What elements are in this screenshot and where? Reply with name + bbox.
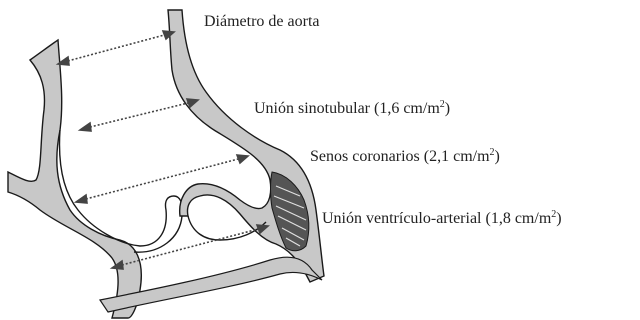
- label-senos-coronarios-close: ): [495, 148, 500, 165]
- label-diametro-aorta-text: Diámetro de aorta: [204, 13, 320, 30]
- arrow-aorta: [58, 31, 174, 65]
- label-diametro-aorta: Diámetro de aorta: [204, 14, 320, 30]
- label-union-ventriculo-arterial: Unión ventrículo-arterial (1,8 cm/m2): [322, 210, 562, 227]
- label-senos-coronarios-text: Senos coronarios (2,1 cm/m: [310, 148, 490, 165]
- label-union-sinotubular-text: Unión sinotubular (1,6 cm/m: [254, 100, 440, 117]
- label-union-ventriculo-arterial-text: Unión ventrículo-arterial (1,8 cm/m: [322, 210, 551, 227]
- label-senos-coronarios: Senos coronarios (2,1 cm/m2): [310, 148, 500, 165]
- label-union-ventriculo-arterial-close: ): [556, 210, 561, 227]
- left-sinus: [60, 130, 183, 252]
- label-union-sinotubular-close: ): [445, 100, 450, 117]
- label-union-sinotubular: Unión sinotubular (1,6 cm/m2): [254, 100, 450, 117]
- left-aortic-wall: [8, 40, 141, 318]
- arrow-sinotubular: [80, 99, 198, 131]
